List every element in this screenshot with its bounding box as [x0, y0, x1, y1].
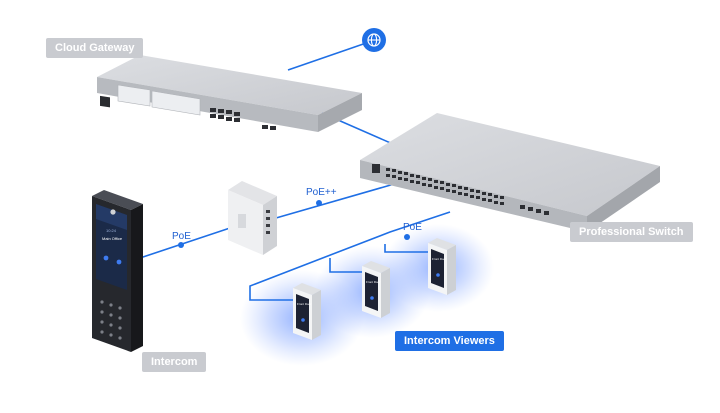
poe-plus-plus-link-label: PoE++ — [306, 187, 337, 198]
cloud-gateway-label: Cloud Gateway — [46, 38, 144, 58]
viewer-1-screen-name: Front Door — [297, 302, 311, 306]
intercom-viewer-3[interactable]: Front Door — [428, 238, 456, 295]
switch-ports — [372, 164, 549, 215]
cable-viewer-2 — [329, 258, 364, 273]
professional-switch-label: Professional Switch — [570, 222, 693, 242]
professional-switch-device[interactable] — [360, 113, 660, 232]
gateway-ports — [210, 108, 276, 130]
intercom-screen-time: 10:24 — [106, 228, 117, 233]
link-dot-poe-plus — [316, 200, 322, 206]
link-dot-poe-intercom — [178, 242, 184, 248]
intercom-screen-name: Main Office — [102, 236, 123, 241]
cable-switch-injector — [275, 179, 409, 219]
viewer-2-screen-name: Front Door — [366, 280, 380, 284]
intercom-viewer-2[interactable]: Front Door — [362, 261, 390, 318]
poe-viewers-link-label: PoE — [403, 222, 422, 233]
cable-injector-intercom — [139, 225, 237, 259]
cable-internet-gateway — [287, 40, 373, 71]
cable-viewer-3 — [384, 244, 430, 253]
intercom-device[interactable]: Main Office 10:24 — [92, 190, 143, 352]
viewer-3-screen-name: Front Door — [432, 257, 446, 261]
intercom-keypad — [100, 300, 122, 340]
globe-icon[interactable] — [362, 28, 386, 52]
cloud-gateway-device[interactable] — [97, 55, 362, 132]
injector-ports — [266, 210, 270, 234]
link-dots — [178, 200, 410, 248]
intercom-viewers-label: Intercom Viewers — [395, 331, 504, 351]
gateway-front-panel — [100, 84, 276, 130]
poe-intercom-link-label: PoE — [172, 231, 191, 242]
cable-switch-viewers — [249, 211, 451, 301]
intercom-viewer-1[interactable]: Front Door — [293, 283, 321, 340]
viewers-glow — [240, 224, 494, 366]
poe-injector-device[interactable] — [228, 181, 277, 255]
intercom-label: Intercom — [142, 352, 207, 372]
link-dot-poe-viewers — [404, 234, 410, 240]
